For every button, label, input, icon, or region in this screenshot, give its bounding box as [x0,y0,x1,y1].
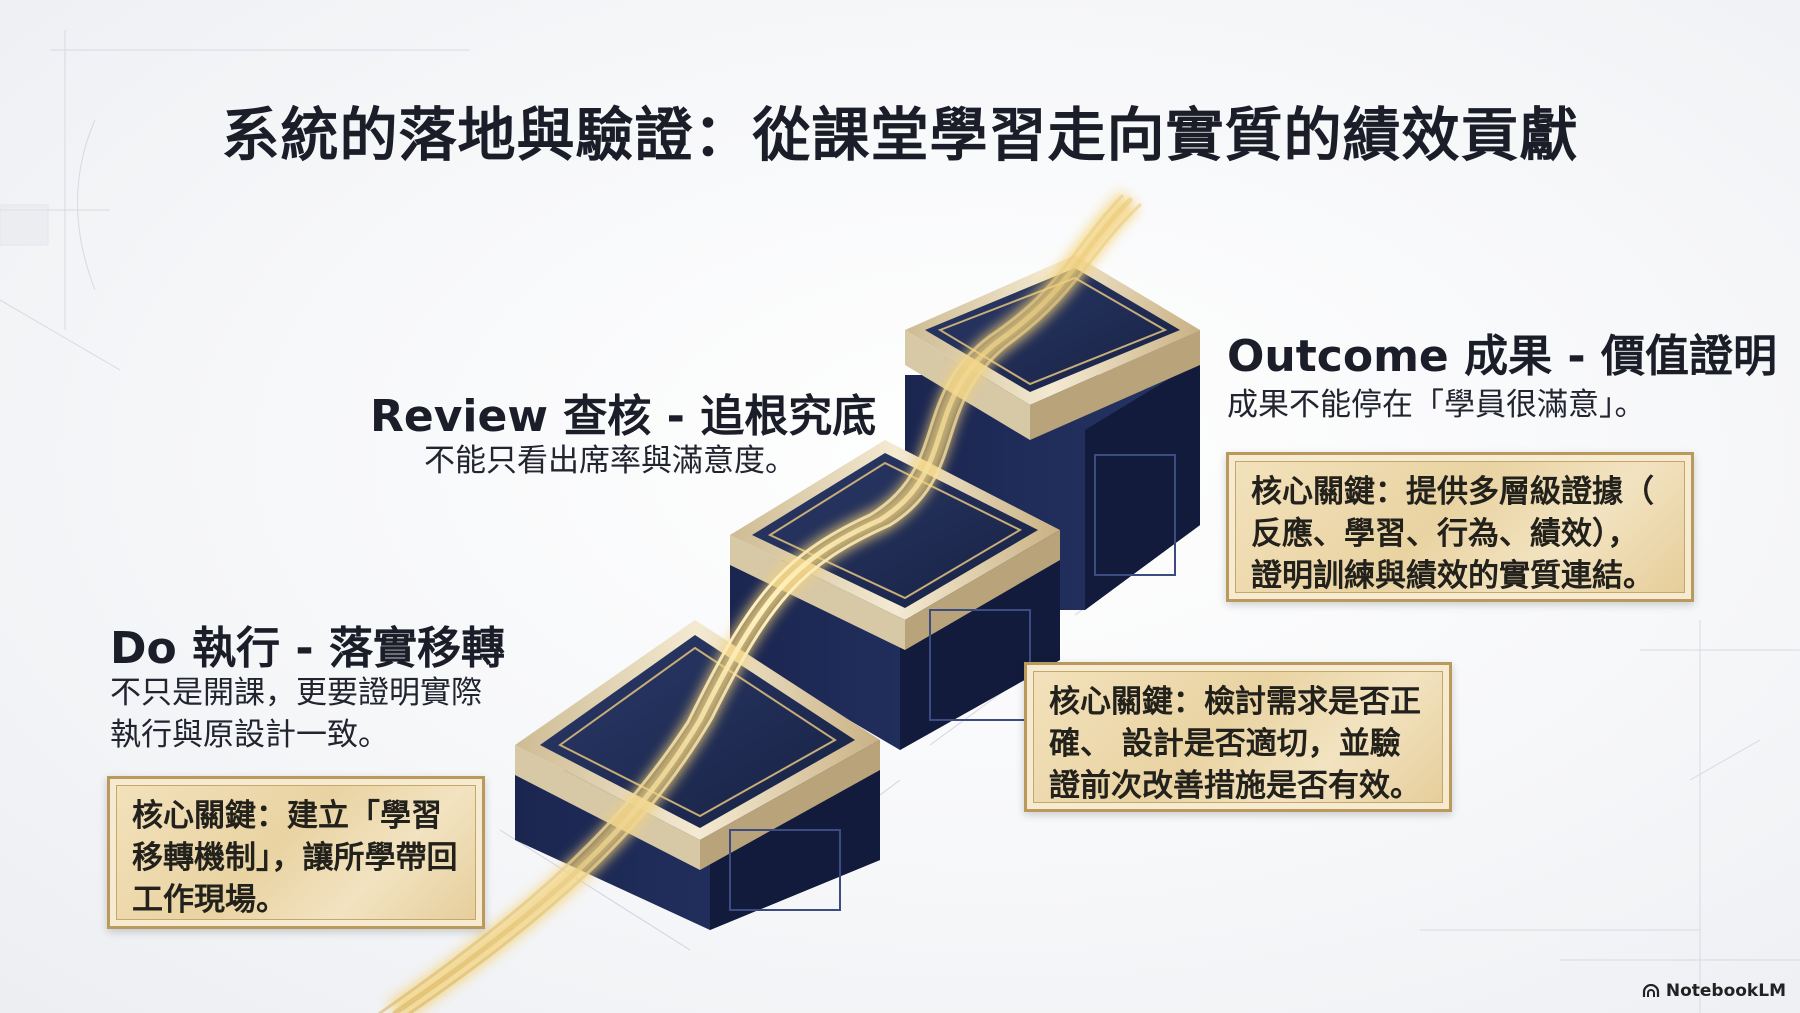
step-review-heading: Review 查核 - 追根究底 [370,391,877,442]
key-line: 核心關鍵：提供多層級證據（ [1251,474,1654,510]
description-line: 執行與原設計一致。 [110,717,389,753]
description-line: 成果不能停在「學員很滿意」。 [1227,387,1646,423]
key-line: 移轉機制」，讓所學帶回 [132,840,458,876]
page-title: 系統的落地與驗證：從課堂學習走向實質的績效貢獻 [221,101,1579,169]
brand-label: NotebookLM [1665,981,1786,1001]
key-line: 反應、學習、行為、績效）， [1251,516,1639,552]
step-review-key-card: 核心關鍵：檢討需求是否正 確、 設計是否適切，並驗 證前次改善措施是否有效。 [1024,662,1452,812]
step-do-heading: Do 執行 - 落實移轉 [110,623,505,674]
key-line: 工作現場。 [132,882,287,918]
step-do-description: 不只是開課，更要證明實際 執行與原設計一致。 [110,672,510,756]
notebooklm-logo-icon [1642,984,1659,997]
notebooklm-watermark: NotebookLM [1642,981,1786,1001]
key-line: 證前次改善措施是否有效。 [1049,768,1421,804]
key-line: 確、 設計是否適切，並驗 [1049,726,1401,762]
step-review-description: 不能只看出席率與滿意度。 [424,440,824,482]
key-line: 證明訓練與績效的實質連結。 [1251,558,1654,594]
step-outcome-description: 成果不能停在「學員很滿意」。 [1227,384,1727,426]
step-outcome-key-card: 核心關鍵：提供多層級證據（ 反應、學習、行為、績效）， 證明訓練與績效的實質連結… [1226,452,1694,602]
key-line: 核心關鍵：建立「學習 [132,798,442,834]
description-line: 不能只看出席率與滿意度。 [424,443,796,479]
step-outcome-heading: Outcome 成果 - 價值證明 [1227,331,1777,382]
description-line: 不只是開課，更要證明實際 [110,675,482,711]
step-do-key-card: 核心關鍵：建立「學習 移轉機制」，讓所學帶回 工作現場。 [107,776,485,929]
key-line: 核心關鍵：檢討需求是否正 [1049,684,1421,720]
